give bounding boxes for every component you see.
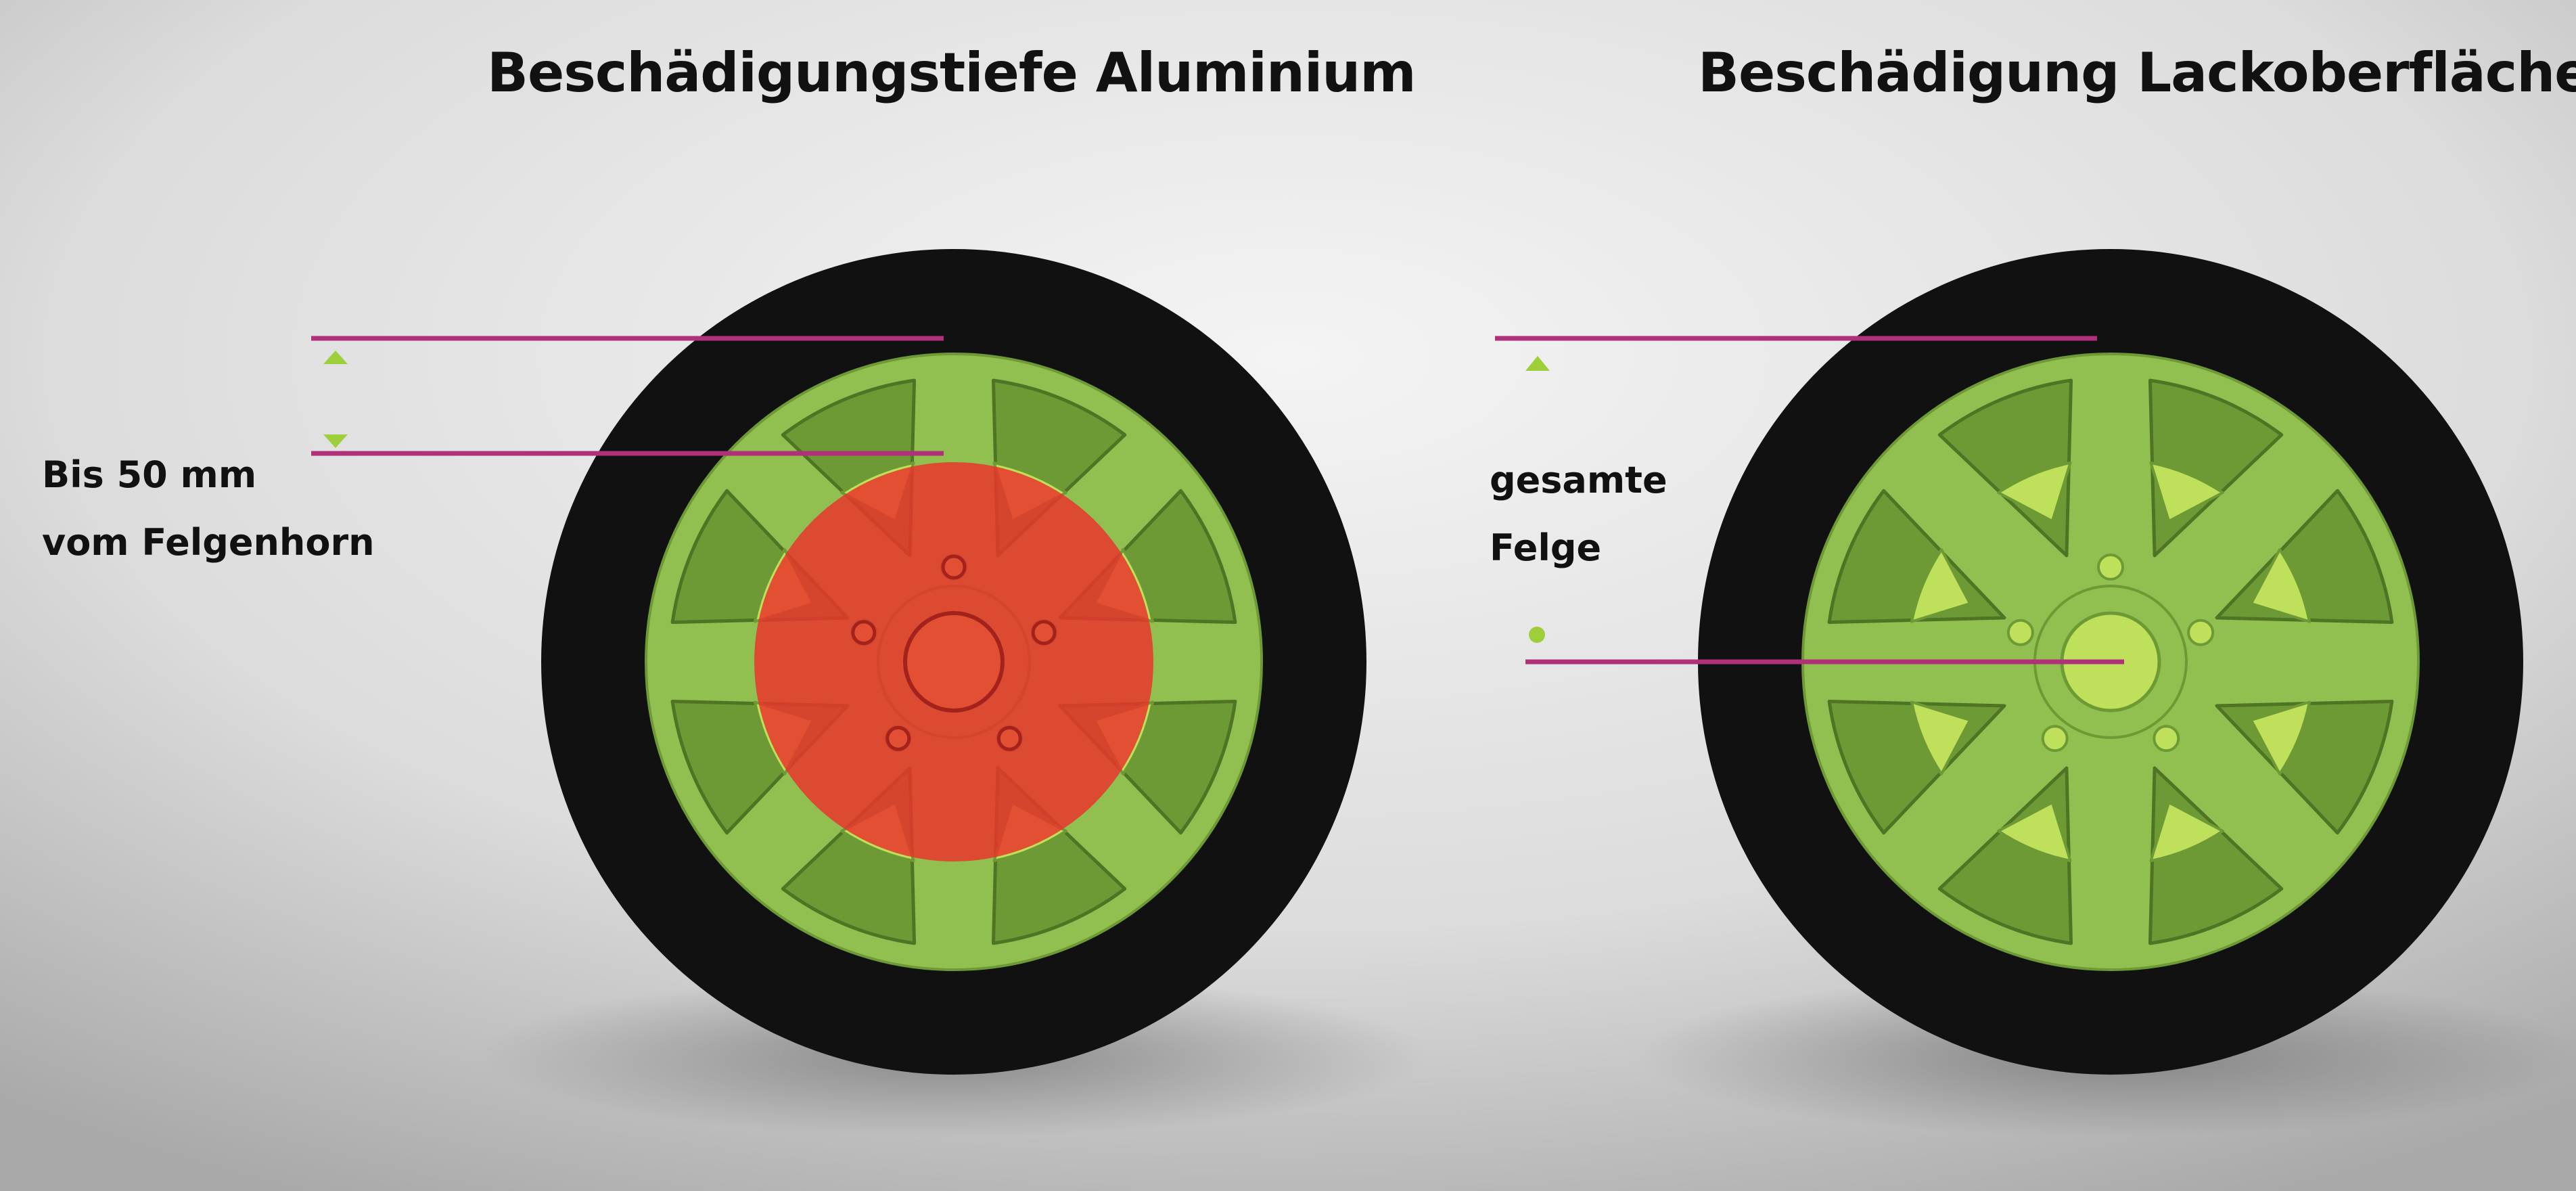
rim-window-inner — [2149, 461, 2224, 523]
annotation-left-line-1: Bis 50 mm — [42, 453, 257, 496]
marker-arrow-down — [323, 434, 348, 448]
annotation-right-line-2: Felge — [1490, 526, 1602, 569]
damage-zone — [754, 462, 1153, 861]
annotation-right-line-1: gesamte — [1490, 459, 1668, 501]
depth-markers-right — [1495, 336, 2124, 665]
rim-window-inner — [2149, 801, 2224, 863]
depth-markers-left — [311, 336, 944, 456]
rim-window-inner — [2249, 548, 2312, 623]
rim-window-inner — [1997, 801, 2072, 863]
lug-hole-outline — [996, 725, 1022, 751]
marker-arrow-up — [323, 351, 348, 364]
wheel-left — [541, 249, 1366, 1075]
rim-window-inner — [1997, 461, 2072, 523]
lug-hole-outline — [941, 554, 967, 580]
annotation-right: gesamte Felge — [1490, 447, 1668, 582]
marker-dot — [1529, 627, 1545, 643]
title-paint-surface: Beschädigung Lackoberfläche — [1698, 41, 2576, 104]
lug-hole — [2187, 619, 2215, 646]
lug-hole — [2006, 619, 2034, 646]
lug-hole-outline — [851, 620, 877, 646]
rim-window-inner — [1910, 548, 1972, 623]
rim-window-inner — [2249, 700, 2312, 776]
lug-hole-outline — [1031, 620, 1057, 646]
hub-outline — [903, 611, 1005, 713]
annotation-left: Bis 50 mm vom Felgenhorn — [42, 441, 375, 577]
lug-hole-outline — [886, 725, 911, 751]
rim-window-inner — [1910, 700, 1972, 776]
title-aluminium-depth: Beschädigungstiefe Aluminium — [487, 41, 1417, 104]
marker-arrow-up — [1525, 356, 1550, 371]
annotation-left-line-2: vom Felgenhorn — [42, 521, 375, 564]
lug-hole — [2041, 725, 2069, 752]
lug-hole — [2097, 554, 2124, 581]
lug-hole — [2153, 725, 2180, 752]
